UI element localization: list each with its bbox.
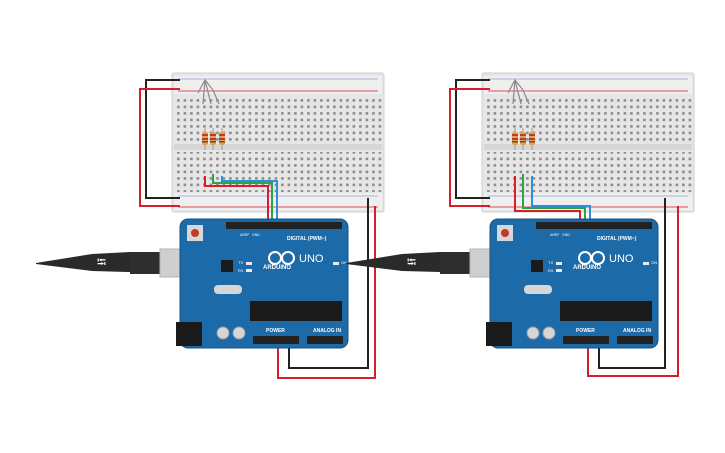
tx-label: TX — [548, 260, 553, 265]
led-lead — [514, 79, 522, 105]
analog-label: ANALOG IN — [623, 328, 651, 334]
led-lead — [507, 78, 530, 105]
tx-label: TX — [238, 260, 243, 265]
wire-blue[interactable] — [531, 176, 591, 226]
arduino-board[interactable]: ARDUINO UNO DIGITAL (PWM~) POWER ANALOG … — [486, 218, 659, 349]
usb-plug — [130, 252, 160, 274]
wire-red[interactable] — [139, 88, 180, 207]
terminal-strip-upper — [484, 97, 692, 142]
usb-chip — [221, 260, 233, 272]
digital-header — [536, 222, 652, 229]
digital-label: DIGITAL (PWM~) — [287, 236, 327, 242]
usb-icon: ⭾ — [97, 255, 106, 269]
crystal — [214, 285, 242, 294]
atmega-chip — [560, 301, 652, 321]
resistor[interactable] — [210, 128, 216, 150]
wires — [449, 79, 679, 377]
analog-header — [307, 336, 343, 344]
power-header — [563, 336, 609, 344]
logo-infinity-icon — [281, 251, 295, 265]
terminal-strip-lower — [484, 152, 692, 192]
analog-header — [617, 336, 653, 344]
brand-label: ARDUINO — [573, 265, 601, 271]
power-rail-top — [484, 76, 692, 94]
wire-blue[interactable] — [221, 176, 278, 226]
atmega-chip — [250, 301, 342, 321]
terminal-strip-upper — [174, 97, 382, 142]
usb-icon: ⭾ — [407, 255, 416, 269]
power-label: POWER — [576, 328, 595, 334]
arduino-board[interactable]: ARDUINO UNO DIGITAL (PWM~) POWER ANALOG … — [176, 218, 349, 349]
wire-red[interactable] — [204, 176, 269, 226]
digital-header — [226, 222, 342, 229]
wire-red[interactable] — [449, 88, 490, 207]
power-rail-top — [174, 76, 382, 94]
circuit-left: ⭾ ARDUINO UNO DIGITAL (PWM~) POWER ANALO… — [36, 72, 385, 379]
on-label: ON — [341, 260, 347, 265]
led-lead — [512, 79, 516, 105]
capacitor — [216, 326, 230, 340]
led-indicator — [556, 269, 562, 272]
capacitor — [542, 326, 556, 340]
led-indicator — [246, 262, 252, 265]
wire-black[interactable] — [455, 79, 490, 199]
aref-label: AREF — [550, 233, 559, 237]
wires — [139, 79, 376, 379]
wire-black[interactable] — [288, 198, 369, 369]
wire-red[interactable] — [587, 206, 679, 377]
resistor[interactable] — [520, 128, 526, 150]
usb-chip — [531, 260, 543, 272]
wire-black[interactable] — [145, 79, 180, 199]
led-indicator — [643, 262, 649, 265]
rx-label: RX — [238, 268, 244, 273]
wire-black[interactable] — [598, 198, 666, 369]
model-label: UNO — [299, 253, 324, 265]
capacitor — [232, 326, 246, 340]
capacitor — [526, 326, 540, 340]
on-label: ON — [651, 260, 657, 265]
reset-button-cap — [501, 229, 509, 237]
usb-plug — [440, 252, 470, 274]
analog-label: ANALOG IN — [313, 328, 341, 334]
usb-cable-body — [36, 252, 130, 272]
digital-label: DIGITAL (PWM~) — [597, 236, 637, 242]
resistor[interactable] — [202, 128, 208, 150]
power-label: POWER — [266, 328, 285, 334]
power-jack — [486, 322, 512, 346]
rgb-led[interactable] — [197, 78, 220, 105]
center-channel — [484, 144, 692, 150]
led-indicator — [246, 269, 252, 272]
gnd-label: GND — [562, 233, 570, 237]
wire-green[interactable] — [212, 174, 273, 226]
aref-label: AREF — [240, 233, 249, 237]
breadboard[interactable] — [481, 72, 695, 213]
crystal — [524, 285, 552, 294]
led-indicator — [333, 262, 339, 265]
power-header — [253, 336, 299, 344]
gnd-label: GND — [252, 233, 260, 237]
rgb-led[interactable] — [507, 78, 530, 105]
led-lead — [197, 78, 220, 105]
usb-cable[interactable]: ⭾ — [36, 248, 207, 278]
led-indicator — [556, 262, 562, 265]
reset-button-cap — [191, 229, 199, 237]
wire-red[interactable] — [277, 206, 376, 379]
resistor[interactable] — [219, 128, 225, 150]
led-lead — [202, 79, 206, 105]
resistor[interactable] — [529, 128, 535, 150]
brand-label: ARDUINO — [263, 265, 291, 271]
resistor[interactable] — [512, 128, 518, 150]
circuit-right: ⭾ ARDUINO UNO DIGITAL (PWM~) POWER ANALO… — [346, 72, 695, 377]
model-label: UNO — [609, 253, 634, 265]
rx-label: RX — [548, 268, 554, 273]
wire-green[interactable] — [522, 174, 586, 226]
center-channel — [174, 144, 382, 150]
breadboard[interactable] — [171, 72, 385, 213]
power-jack — [176, 322, 202, 346]
led-lead — [204, 79, 212, 105]
logo-infinity-icon — [591, 251, 605, 265]
usb-cable-body — [346, 252, 440, 272]
